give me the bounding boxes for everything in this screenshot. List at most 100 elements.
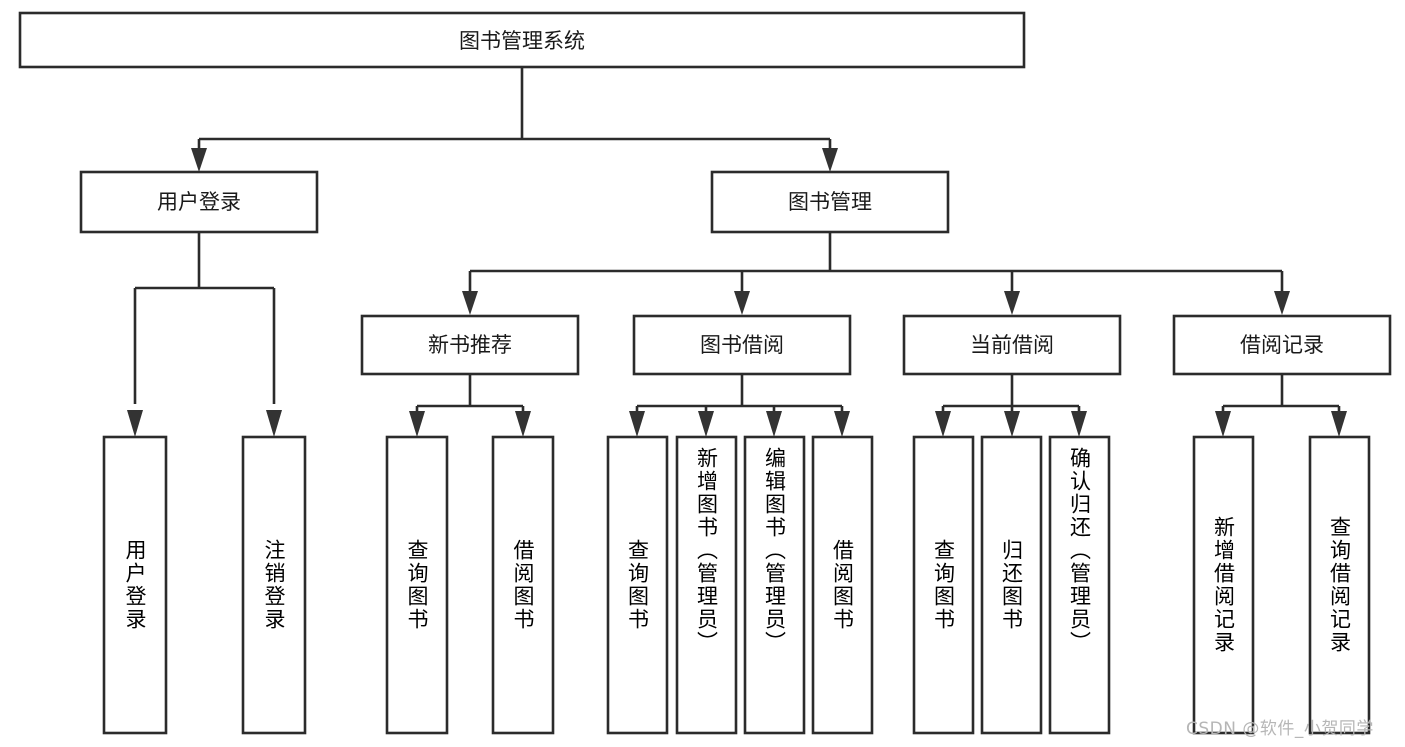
- node-leaf-confirm-return-label: 确认归还（管理员）: [1067, 447, 1092, 654]
- node-leaf-query-book-3-label: 查询图书: [931, 539, 956, 631]
- node-current-borrow[interactable]: 当前借阅: [902, 314, 1122, 376]
- node-leaf-logout-box[interactable]: [241, 435, 307, 735]
- node-leaf-user-login-label: 用户登录: [123, 539, 147, 631]
- node-book-manage-label: 图书管理: [788, 190, 872, 214]
- node-leaf-user-login-box[interactable]: [102, 435, 168, 735]
- node-leaf-query-book-3[interactable]: [912, 435, 975, 735]
- arrow-head-new-book-rec: [462, 291, 478, 315]
- node-leaf-query-record-label: 查询借阅记录: [1327, 516, 1352, 654]
- arrow-head-leaf-confirm-return: [1071, 411, 1087, 437]
- node-book-manage-box[interactable]: [710, 170, 950, 234]
- node-leaf-borrow-book-1-box[interactable]: [491, 435, 555, 735]
- node-leaf-borrow-book-1[interactable]: [491, 435, 555, 735]
- node-leaf-query-book-2-box[interactable]: [606, 435, 669, 735]
- node-leaf-logout-label: 注销登录: [262, 539, 286, 631]
- arrow-head-leaf-logout: [266, 410, 282, 437]
- node-leaf-confirm-return-label-wrap: 确认归还（管理员）: [1050, 437, 1109, 733]
- node-leaf-return-book-label-wrap: 归还图书: [982, 437, 1041, 733]
- node-current-borrow-label: 当前借阅: [970, 333, 1054, 357]
- node-leaf-query-book-3-box[interactable]: [912, 435, 975, 735]
- arrow-head-leaf-user-login: [127, 410, 143, 437]
- node-leaf-confirm-return-box[interactable]: [1048, 435, 1111, 735]
- node-leaf-add-record-label: 新增借阅记录: [1211, 516, 1236, 654]
- node-user-login-label: 用户登录: [157, 190, 241, 214]
- node-book-borrow-label: 图书借阅: [700, 333, 784, 357]
- node-leaf-confirm-return[interactable]: [1048, 435, 1111, 735]
- node-leaf-return-book[interactable]: [980, 435, 1043, 735]
- arrow-head-current-borrow: [1004, 291, 1020, 315]
- node-leaf-edit-book[interactable]: [743, 435, 806, 735]
- edge-current-borrow-branch: [941, 375, 1081, 414]
- node-root[interactable]: 图书管理系统: [18, 11, 1026, 69]
- arrow-head-user-login: [191, 148, 207, 172]
- node-leaf-logout[interactable]: [241, 435, 307, 735]
- node-leaf-borrow-book-2-box[interactable]: [811, 435, 874, 735]
- arrow-head-book-manage: [822, 148, 838, 172]
- node-user-login[interactable]: 用户登录: [79, 170, 319, 234]
- arrow-head-book-borrow: [734, 291, 750, 315]
- node-leaf-borrow-book-1-label: 借阅图书: [511, 539, 535, 631]
- edge-new-book-rec-branch: [415, 375, 525, 414]
- node-leaf-add-record-box[interactable]: [1192, 435, 1255, 735]
- node-leaf-return-book-label: 归还图书: [999, 539, 1024, 631]
- node-leaf-query-record-label-wrap: 查询借阅记录: [1310, 437, 1369, 733]
- connector-layer: [127, 67, 1347, 437]
- node-leaf-borrow-book-2-label-wrap: 借阅图书: [813, 437, 872, 733]
- node-root-label: 图书管理系统: [459, 29, 585, 53]
- arrow-head-leaf-query-book-2: [629, 411, 645, 437]
- node-new-book-rec-label: 新书推荐: [428, 333, 512, 357]
- node-leaf-add-record[interactable]: [1192, 435, 1255, 735]
- node-leaf-add-record-label-wrap: 新增借阅记录: [1194, 437, 1253, 733]
- arrow-head-leaf-query-book-1: [409, 411, 425, 437]
- node-leaf-add-book-label-wrap: 新增图书（管理员）: [677, 437, 736, 733]
- node-current-borrow-box[interactable]: [902, 314, 1122, 376]
- node-leaf-user-login[interactable]: [102, 435, 168, 735]
- node-borrow-record[interactable]: 借阅记录: [1172, 314, 1392, 376]
- edge-user-login-branch: [133, 232, 276, 404]
- node-user-login-box[interactable]: [79, 170, 319, 234]
- arrow-head-leaf-borrow-book-1: [515, 411, 531, 437]
- node-root-box[interactable]: [18, 11, 1026, 69]
- node-leaf-query-book-2-label-wrap: 查询图书: [608, 437, 667, 733]
- arrow-head-leaf-add-record: [1215, 411, 1231, 437]
- node-leaf-add-book[interactable]: [675, 435, 738, 735]
- arrow-head-leaf-query-record: [1331, 411, 1347, 437]
- arrow-head-leaf-add-book: [698, 411, 714, 437]
- node-book-borrow[interactable]: 图书借阅: [632, 314, 852, 376]
- node-leaf-query-book-2[interactable]: [606, 435, 669, 735]
- node-leaf-edit-book-box[interactable]: [743, 435, 806, 735]
- node-leaf-add-book-label: 新增图书（管理员）: [694, 447, 719, 654]
- node-leaf-query-book-1[interactable]: [385, 435, 449, 735]
- edge-book-borrow-branch: [635, 375, 844, 414]
- node-leaf-add-book-box[interactable]: [675, 435, 738, 735]
- node-book-borrow-box[interactable]: [632, 314, 852, 376]
- node-leaf-borrow-book-2[interactable]: [811, 435, 874, 735]
- arrow-head-leaf-return-book: [1004, 411, 1020, 437]
- edge-borrow-record-branch: [1221, 375, 1341, 414]
- node-leaf-query-record[interactable]: [1308, 435, 1371, 735]
- csdn-watermark: CSDN @软件_小贺同学: [1186, 719, 1374, 739]
- arrow-head-borrow-record: [1274, 291, 1290, 315]
- edge-root-trunk: [197, 67, 832, 155]
- node-leaf-borrow-book-1-label-wrap: 借阅图书: [493, 437, 553, 733]
- node-leaf-logout-label-wrap: 注销登录: [243, 437, 305, 733]
- node-leaf-query-book-1-label: 查询图书: [405, 539, 429, 631]
- node-borrow-record-box[interactable]: [1172, 314, 1392, 376]
- node-borrow-record-label: 借阅记录: [1240, 333, 1324, 357]
- node-leaf-edit-book-label-wrap: 编辑图书（管理员）: [745, 437, 804, 733]
- arrow-head-leaf-borrow-book-2: [834, 411, 850, 437]
- node-leaf-query-book-1-box[interactable]: [385, 435, 449, 735]
- node-new-book-rec[interactable]: 新书推荐: [360, 314, 580, 376]
- node-leaf-edit-book-label: 编辑图书（管理员）: [762, 447, 787, 654]
- node-leaf-borrow-book-2-label: 借阅图书: [830, 539, 855, 631]
- node-leaf-query-record-box[interactable]: [1308, 435, 1371, 735]
- node-leaf-user-login-label-wrap: 用户登录: [104, 437, 166, 733]
- node-new-book-rec-box[interactable]: [360, 314, 580, 376]
- node-book-manage[interactable]: 图书管理: [710, 170, 950, 234]
- node-leaf-query-book-1-label-wrap: 查询图书: [387, 437, 447, 733]
- arrow-head-leaf-edit-book: [766, 411, 782, 437]
- node-leaf-return-book-box[interactable]: [980, 435, 1043, 735]
- node-leaf-query-book-3-label-wrap: 查询图书: [914, 437, 973, 733]
